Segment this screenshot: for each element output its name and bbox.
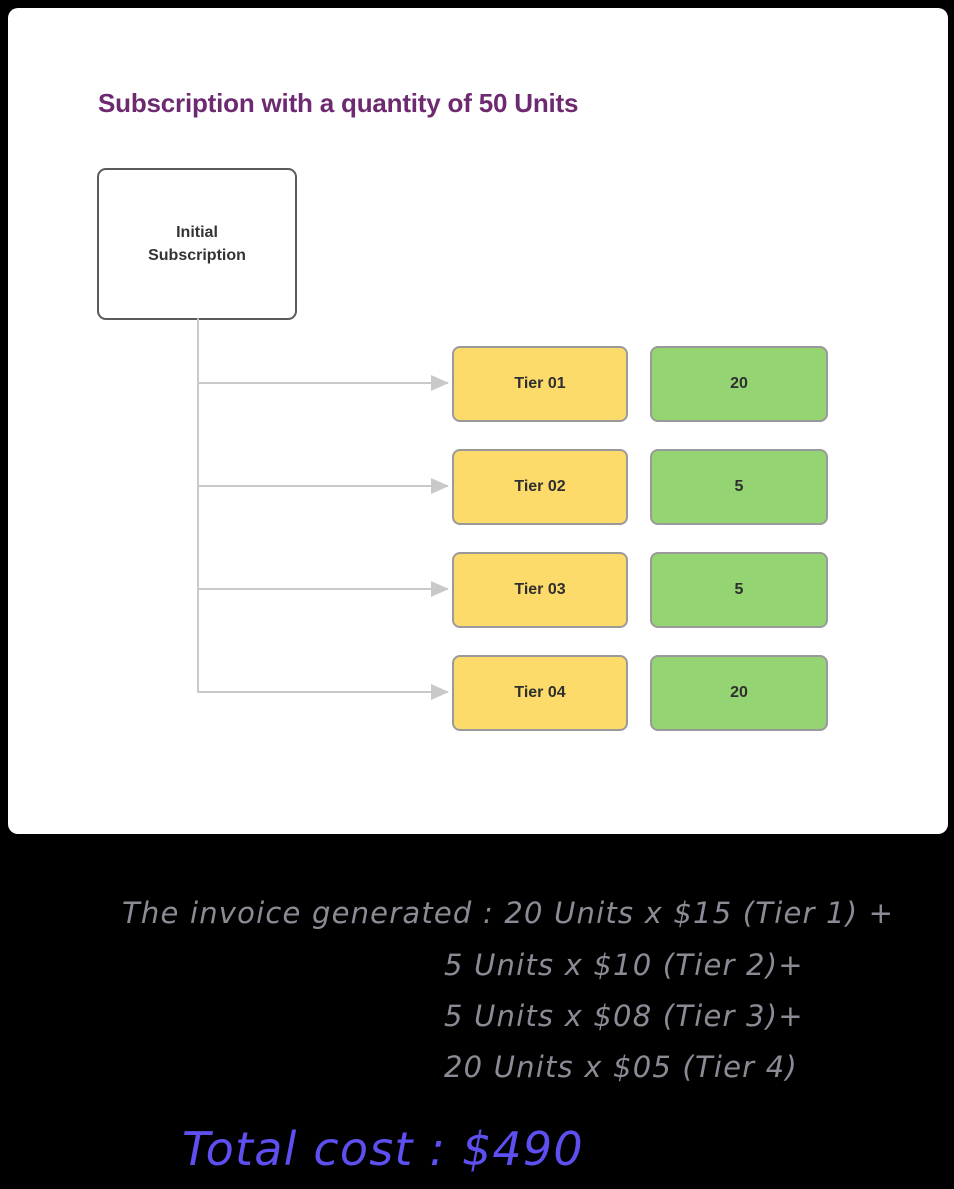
invoice-line-3: 5 Units x $08 (Tier 3)+ [444, 999, 804, 1033]
invoice-annotation-block: The invoice generated : 20 Units x $15 (… [0, 834, 954, 1189]
table-row: Tier 02 5 [452, 449, 832, 525]
table-row: Tier 01 20 [452, 346, 832, 422]
quantity-box-04[interactable]: 20 [650, 655, 828, 731]
tier-box-04[interactable]: Tier 04 [452, 655, 628, 731]
initial-subscription-label-line1: Initial [176, 223, 218, 241]
total-cost-label: Total cost : $490 [182, 1122, 584, 1176]
tier-box-02[interactable]: Tier 02 [452, 449, 628, 525]
invoice-line-4: 20 Units x $05 (Tier 4) [444, 1050, 798, 1084]
diagram-panel: Subscription with a quantity of 50 Units… [8, 8, 948, 834]
quantity-box-03[interactable]: 5 [650, 552, 828, 628]
invoice-line-1: The invoice generated : 20 Units x $15 (… [122, 896, 895, 930]
initial-subscription-label: Initial Subscription [148, 221, 246, 267]
quantity-box-02[interactable]: 5 [650, 449, 828, 525]
tier-box-01[interactable]: Tier 01 [452, 346, 628, 422]
quantity-box-01[interactable]: 20 [650, 346, 828, 422]
page-title: Subscription with a quantity of 50 Units [98, 88, 579, 118]
initial-subscription-label-line2: Subscription [148, 247, 246, 264]
invoice-line-2: 5 Units x $10 (Tier 2)+ [444, 948, 804, 982]
tier-box-03[interactable]: Tier 03 [452, 552, 628, 628]
table-row: Tier 03 5 [452, 552, 832, 628]
table-row: Tier 04 20 [452, 655, 832, 731]
initial-subscription-node[interactable]: Initial Subscription [97, 168, 297, 320]
